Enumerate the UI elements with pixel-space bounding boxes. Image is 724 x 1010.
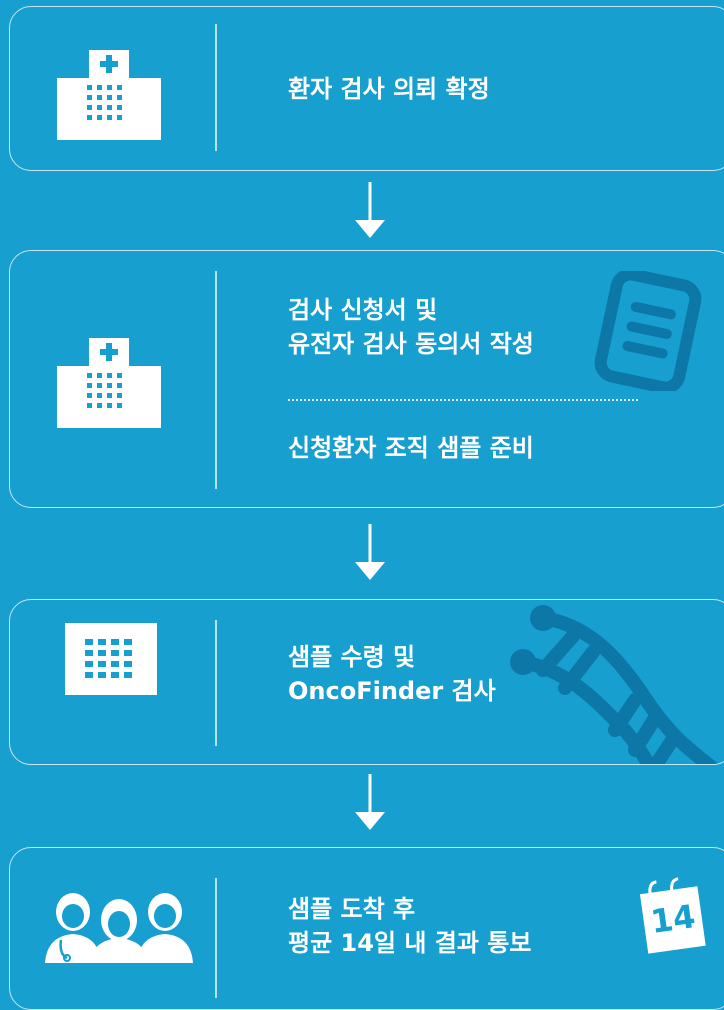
step-card-4: 샘플 도착 후 평균 14일 내 결과 통보 14 [9,847,724,1010]
step-3-text: 샘플 수령 및 OncoFinder 검사 [288,640,496,708]
calendar-number: 14 [648,897,698,941]
arrow-down-icon [355,774,385,830]
dotted-separator [288,399,638,401]
step-card-2: 검사 신청서 및 유전자 검사 동의서 작성 신청환자 조직 샘플 준비 [9,250,724,508]
building-icon [65,623,157,695]
step-4-line-2: 평균 14일 내 결과 통보 [288,929,532,957]
card-divider [215,271,217,489]
card-divider [215,878,217,998]
step-card-3: 샘플 수령 및 OncoFinder 검사 [9,599,724,765]
step-2-sub-line: 신청환자 조직 샘플 준비 [288,434,534,462]
step-card-1: 환자 검사 의뢰 확정 [9,6,724,171]
step-2-subtext: 신청환자 조직 샘플 준비 [288,431,534,465]
hospital-icon [57,338,161,428]
card-divider [215,24,217,151]
card-divider [215,620,217,746]
arrow-down-icon [355,182,385,238]
step-4-text: 샘플 도착 후 평균 14일 내 결과 통보 [288,892,531,960]
arrow-down-icon [355,524,385,580]
step-1-text: 환자 검사 의뢰 확정 [288,72,490,106]
calendar-icon: 14 [637,874,707,954]
dna-icon [510,605,719,764]
step-2-text: 검사 신청서 및 유전자 검사 동의서 작성 [288,293,534,361]
step-4-line-1: 샘플 도착 후 [288,895,416,923]
step-2-line-2: 유전자 검사 동의서 작성 [288,330,534,358]
hospital-icon [57,50,161,140]
document-icon [594,271,702,391]
step-3-line-2: OncoFinder 검사 [288,677,496,705]
step-3-line-1: 샘플 수령 및 [288,643,416,671]
step-2-line-1: 검사 신청서 및 [288,296,438,324]
step-1-line-1: 환자 검사 의뢰 확정 [288,75,490,103]
doctors-icon [45,893,193,963]
